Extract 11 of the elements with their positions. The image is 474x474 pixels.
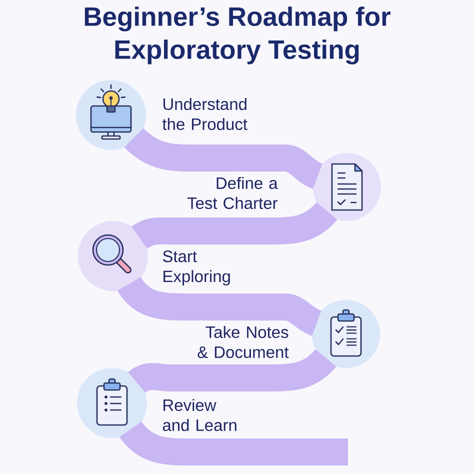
lightbulb-monitor-icon [76, 80, 146, 150]
list-clipboard-icon [77, 368, 147, 438]
step-label: Review and Learn [162, 398, 236, 432]
step-label: Define a Test Charter [187, 176, 278, 210]
step-label: Take Notes & Document [198, 326, 289, 358]
checklist-clipboard-icon [312, 300, 380, 368]
title: Beginner’s Roadmap for Exploratory Testing [84, 6, 390, 64]
magnifier-icon [78, 221, 148, 291]
step-label: Start Exploring [162, 250, 230, 286]
step-label: Understand the Product [162, 98, 248, 130]
document-icon [313, 153, 381, 221]
